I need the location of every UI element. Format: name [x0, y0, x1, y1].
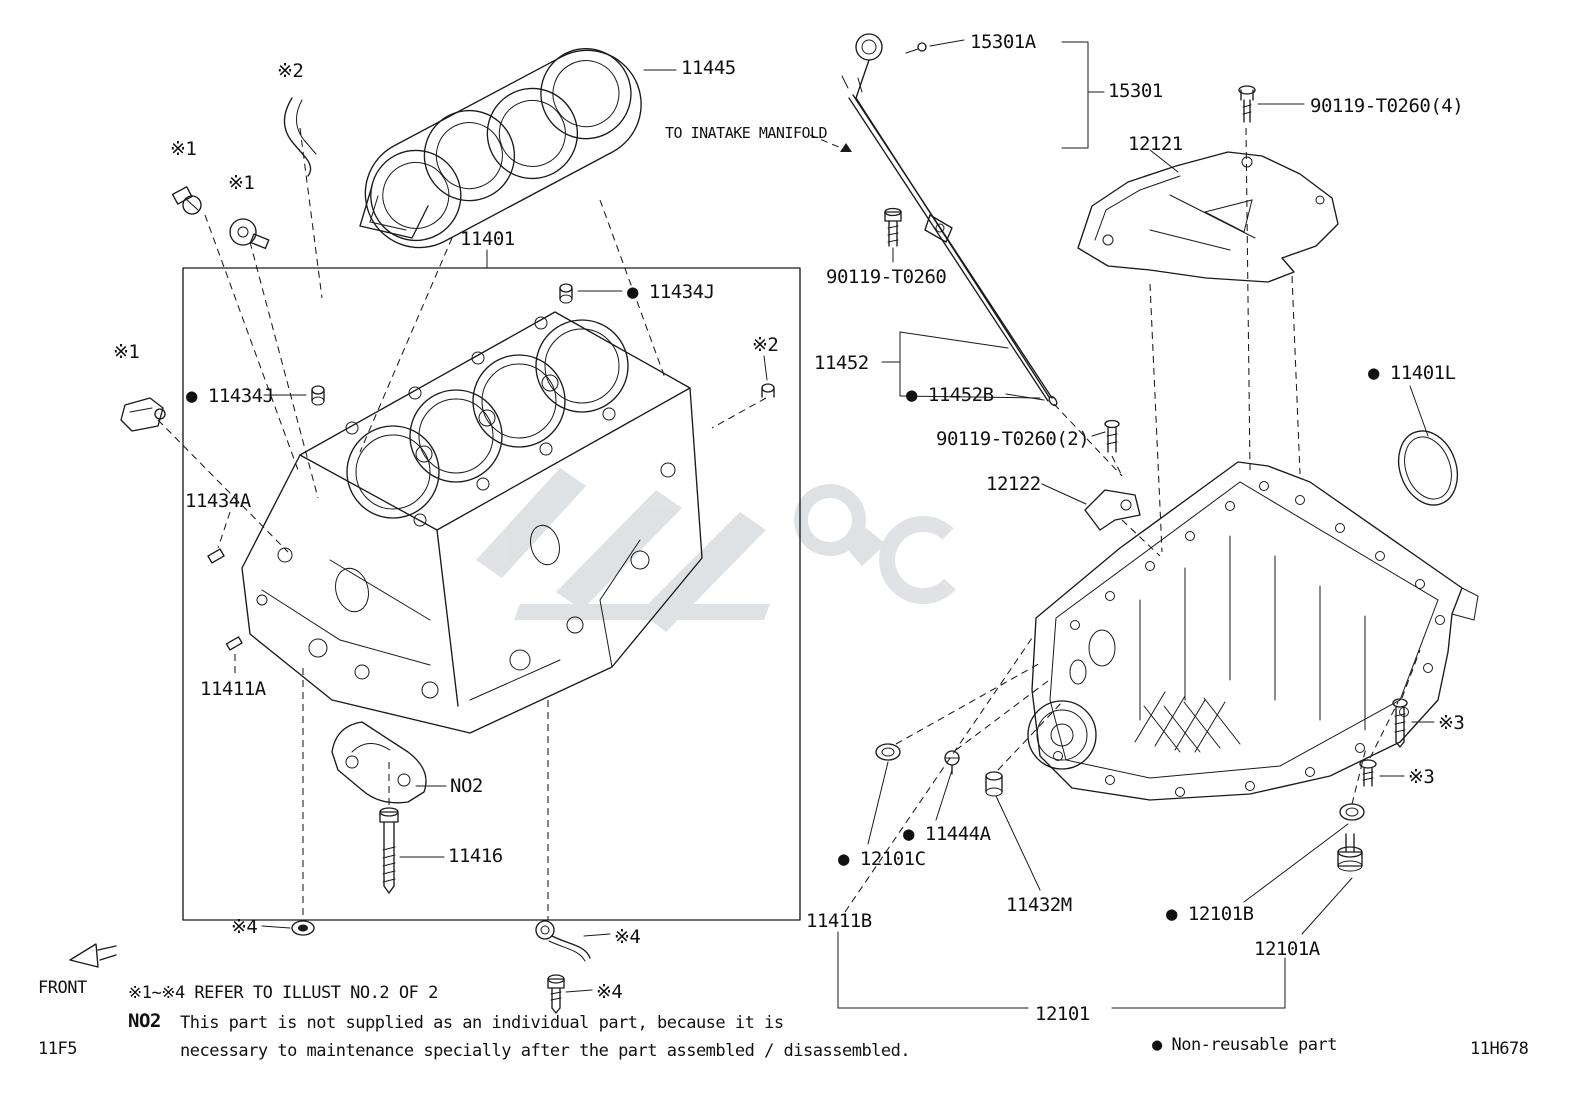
sheet-code-right: 11H678: [1470, 1039, 1529, 1059]
heat-shield-12121: [1077, 151, 1339, 283]
bolt-11416: [379, 807, 399, 894]
seal-11401l: [1397, 430, 1459, 506]
bracket-12122: [1084, 489, 1141, 531]
leader-lines: [261, 39, 1435, 1009]
label-11416: 11416: [448, 845, 503, 867]
knock-sensor-star1-b: [229, 218, 270, 250]
label-11434a: 11434A: [185, 490, 251, 512]
ring-12101c: [875, 743, 901, 761]
bearing-cap-no2: [331, 721, 427, 804]
label-90119-t0260-2: 90119-T0260(2): [936, 428, 1090, 450]
dashed-lines: [157, 127, 1421, 920]
label-to-intake-manifold: TO INATAKE MANIFOLD: [665, 124, 828, 142]
dowel-11434j-left: [311, 385, 325, 406]
label-11452b: ● 11452B: [906, 384, 994, 406]
drain-plug-12101a: [1337, 833, 1363, 872]
frame-box: [182, 267, 801, 921]
oil-pressure-switch-star1-c: [120, 397, 166, 432]
label-12101b: ● 12101B: [1166, 903, 1254, 925]
label-star2-mid: ※2: [752, 334, 779, 356]
note-no2-line1: This part is not supplied as an individu…: [180, 1013, 784, 1033]
label-star3-a: ※3: [1438, 712, 1465, 734]
clip-part-star2: [283, 97, 317, 177]
label-star3-b: ※3: [1408, 766, 1435, 788]
front-label: FRONT: [38, 978, 87, 998]
oil-pan-drawing: [1027, 461, 1479, 801]
label-90119-t0260-4: 90119-T0260(4): [1310, 95, 1464, 117]
label-11445: 11445: [681, 57, 736, 79]
label-star1-c: ※1: [113, 341, 140, 363]
label-12121: 12121: [1128, 133, 1183, 155]
label-star4-c: ※4: [596, 981, 623, 1003]
label-11434j-top: ● 11434J: [627, 281, 715, 303]
label-11401l: ● 11401L: [1368, 362, 1456, 384]
sheet-code-left: 11F5: [38, 1039, 77, 1059]
oil-nozzle-star4: [535, 920, 591, 962]
gasket-12101b: [1339, 803, 1365, 821]
washer-star4: [291, 920, 315, 936]
legend-non-reusable: ● Non-reusable part: [1152, 1035, 1337, 1055]
label-star4-b: ※4: [614, 926, 641, 948]
bolt-star3-a: [1392, 698, 1408, 748]
front-arrow-icon: [69, 943, 117, 968]
dowel-11434a: [207, 548, 225, 564]
bolt-star3-b: [1359, 759, 1377, 787]
label-star1-b: ※1: [228, 172, 255, 194]
note-no2-key: NO2: [128, 1010, 161, 1032]
stud-11411a: [225, 636, 243, 651]
label-11452: 11452: [814, 352, 869, 374]
label-11411b: 11411B: [806, 910, 872, 932]
bolt-90119-t0260-2: [1104, 419, 1120, 453]
label-star2-top: ※2: [277, 60, 304, 82]
union-bolt-star4: [547, 974, 565, 1014]
label-12122: 12122: [986, 473, 1041, 495]
dipstick-15301: [855, 33, 1050, 398]
note-no2-line2: necessary to maintenance specially after…: [180, 1041, 911, 1061]
label-11434j-left: ● 11434J: [186, 385, 274, 407]
watermark: [476, 468, 956, 632]
dipstick-guide-11452: [841, 75, 1058, 407]
label-star1-a: ※1: [170, 138, 197, 160]
label-11411a: 11411A: [200, 678, 266, 700]
dowel-11434j-top: [559, 283, 573, 304]
label-12101a: 12101A: [1254, 938, 1320, 960]
label-11444a: ● 11444A: [903, 823, 991, 845]
intake-manifold-cover-drawing: [359, 47, 642, 249]
bolt-90119-t0260: [884, 207, 902, 247]
label-90119-t0260: 90119-T0260: [826, 266, 947, 288]
label-15301a: 15301A: [970, 31, 1036, 53]
label-12101c: ● 12101C: [838, 848, 926, 870]
label-12101: 12101: [1035, 1003, 1090, 1025]
label-11401: 11401: [460, 228, 515, 250]
cylinder-block-drawing: [241, 311, 703, 734]
label-star4-a: ※4: [231, 916, 258, 938]
sensor-star1-a: [171, 186, 202, 215]
clip-15301a: [905, 42, 927, 54]
label-15301: 15301: [1108, 80, 1163, 102]
plug-star2-right: [761, 383, 775, 398]
label-11432m: 11432M: [1006, 894, 1072, 916]
bolt-90119-t0260-4: [1238, 85, 1256, 123]
label-no2-part: NO2: [450, 775, 483, 797]
note-refer: ※1~※4 REFER TO ILLUST NO.2 OF 2: [128, 983, 438, 1003]
plug-11432m: [985, 771, 1003, 797]
